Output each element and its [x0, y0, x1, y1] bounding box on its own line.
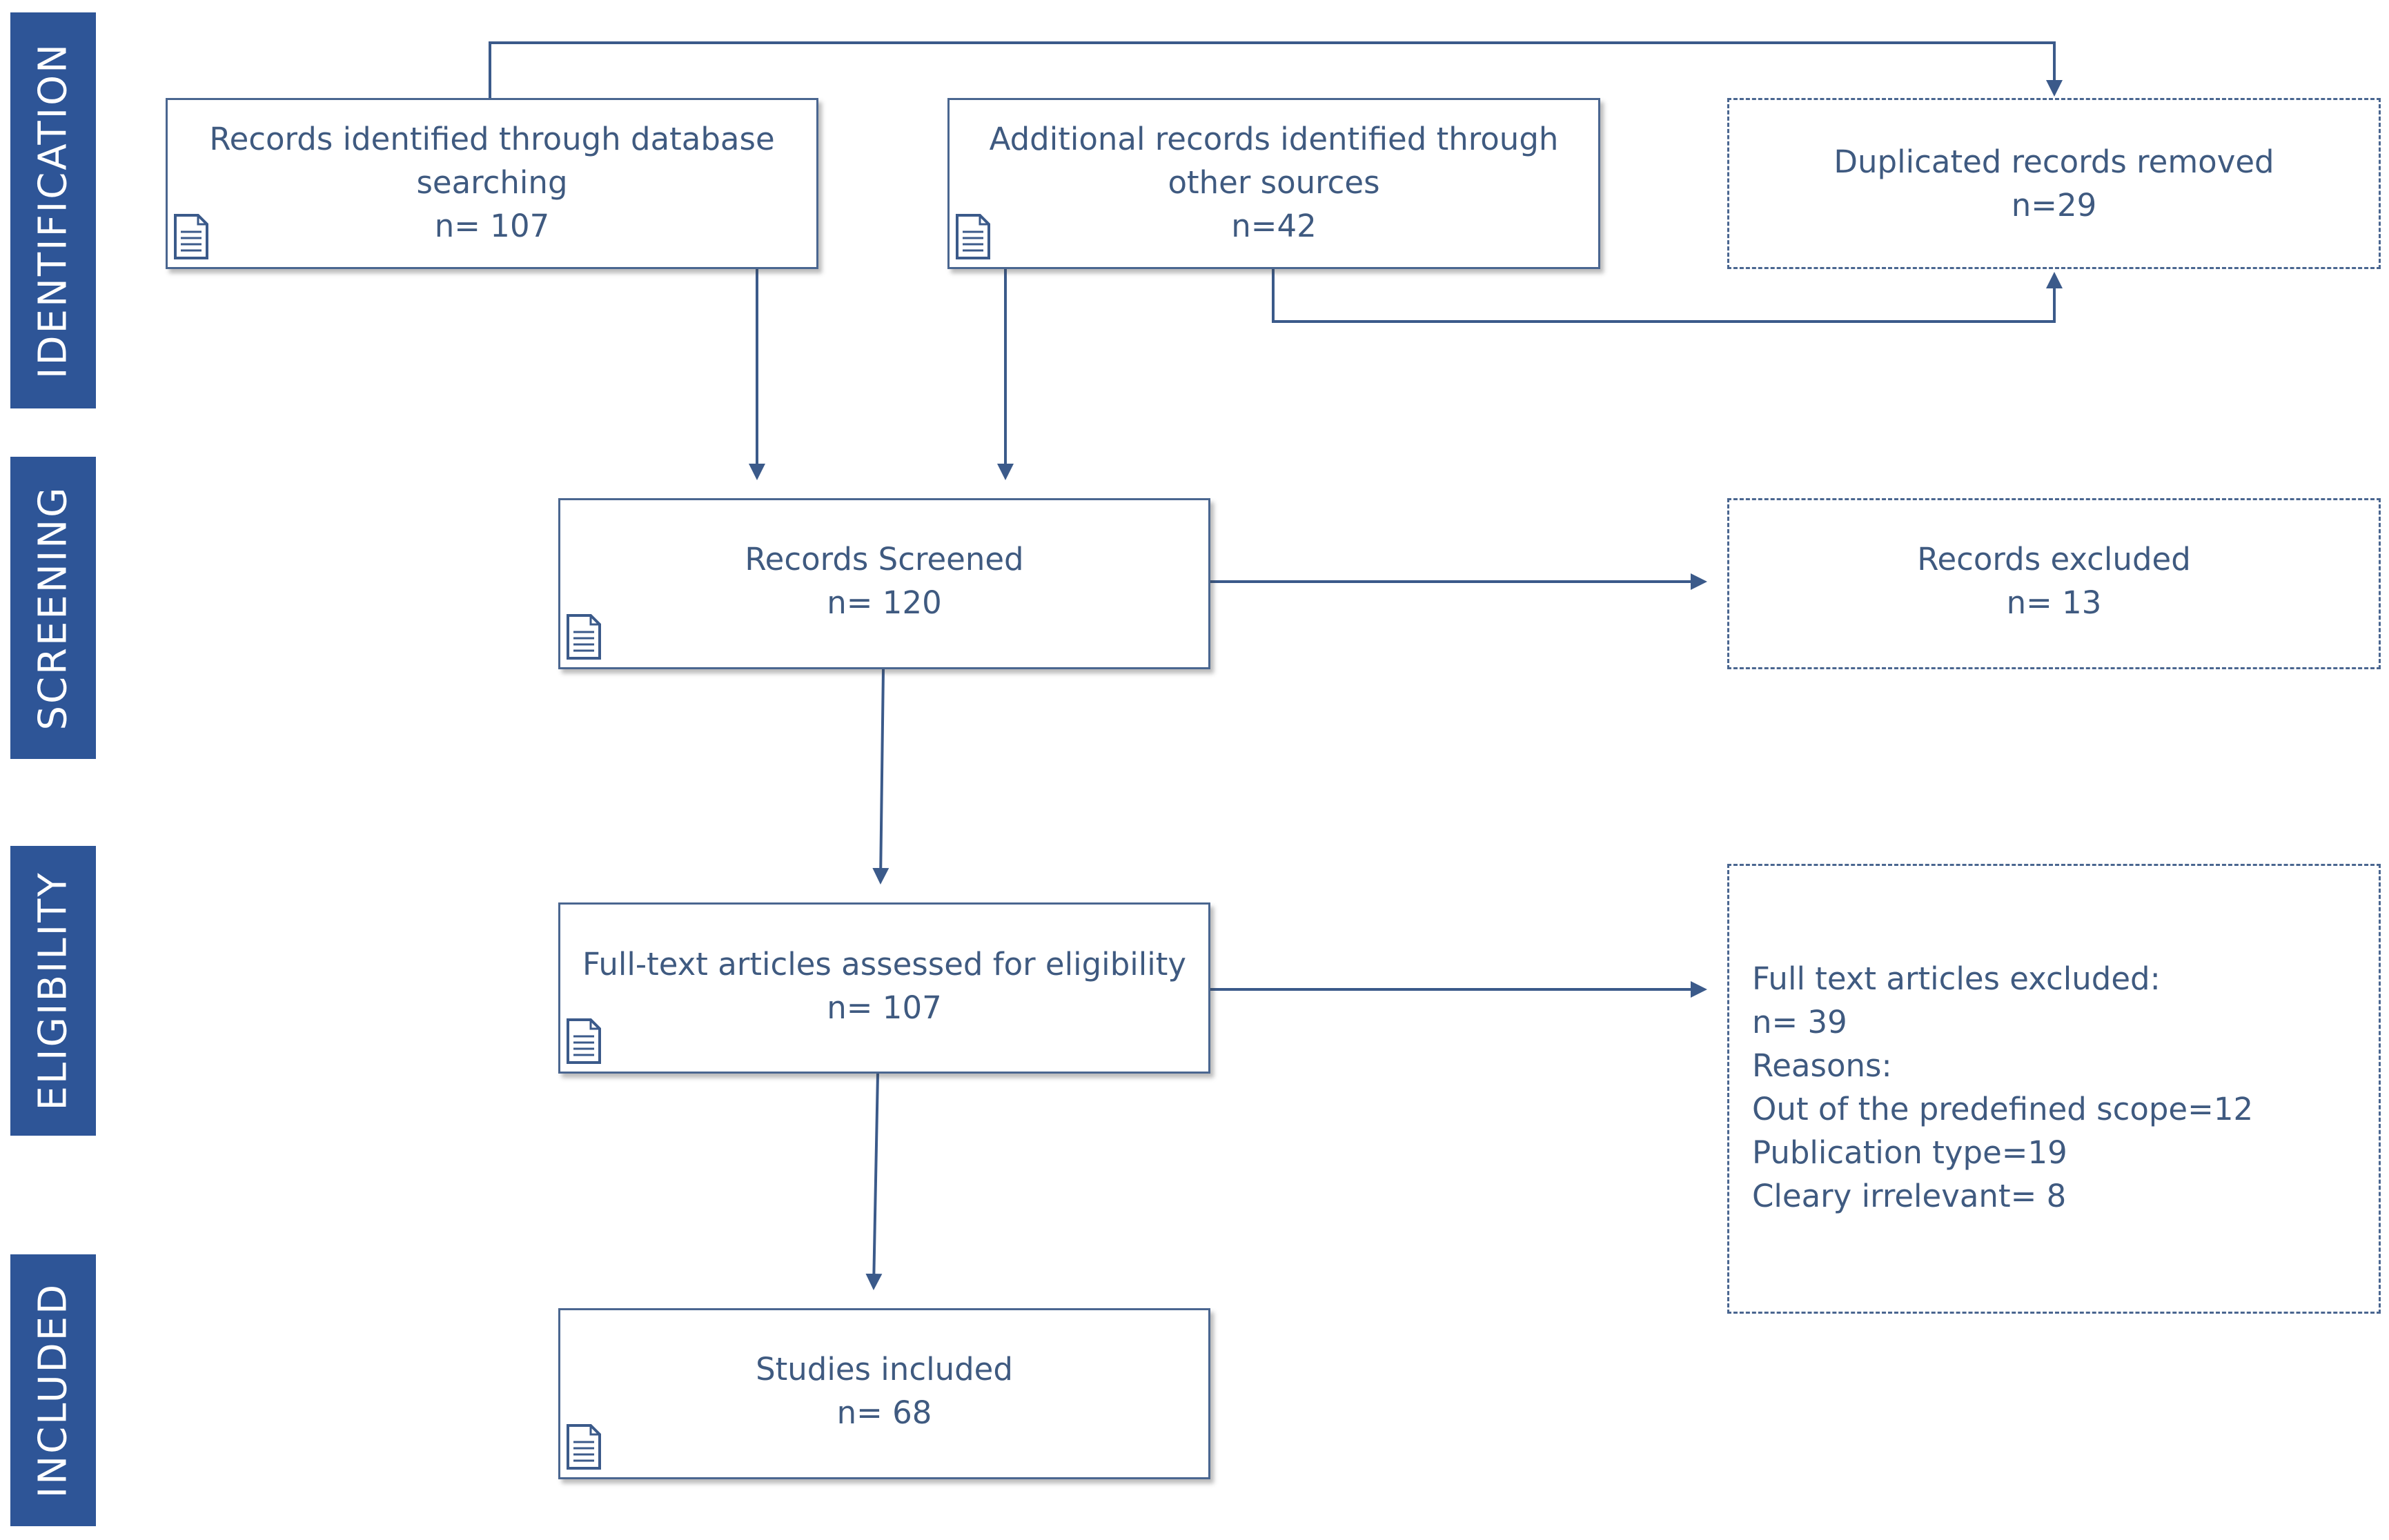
other-sources-line-2: other sources: [1168, 164, 1380, 201]
fulltext-excluded-heading: Full text articles excluded:: [1752, 960, 2161, 997]
duplicates-removed-line: Duplicated records removed: [1833, 144, 2274, 180]
box-duplicates-removed: Duplicated records removed n=29: [1727, 98, 2381, 269]
document-icon: [567, 614, 601, 660]
duplicates-removed-text: Duplicated records removed n=29: [1729, 140, 2379, 227]
phase-label-screening: SCREENING: [30, 485, 76, 731]
box-studies-included: Studies included n= 68: [558, 1308, 1210, 1479]
box-database-records: Records identified through database sear…: [166, 98, 818, 269]
duplicates-removed-count: n=29: [2011, 187, 2097, 224]
arrow-other-sources-to-duplicates: [1272, 269, 2063, 323]
studies-included-line: Studies included: [756, 1351, 1013, 1388]
arrow-assessed-to-included: [865, 1073, 883, 1290]
records-screened-count: n= 120: [827, 584, 942, 621]
fulltext-excluded-reasons-label: Reasons:: [1752, 1047, 1892, 1084]
phase-label-eligibility: ELIGIBILITY: [30, 871, 76, 1111]
reason-irrelevant: Cleary irrelevant= 8: [1752, 1178, 2067, 1214]
phase-eligibility: ELIGIBILITY: [10, 846, 96, 1136]
fulltext-excluded-text: Full text articles excluded: n= 39 Reaso…: [1752, 957, 2253, 1218]
reason-publication-type: Publication type=19: [1752, 1134, 2067, 1171]
reason-out-of-scope: Out of the predefined scope=12: [1752, 1091, 2254, 1127]
records-excluded-count: n= 13: [2006, 584, 2102, 621]
records-excluded-line: Records excluded: [1917, 541, 2191, 578]
arrow-database-to-duplicates: [489, 41, 2063, 98]
document-icon: [174, 214, 208, 259]
other-sources-count: n=42: [1231, 208, 1317, 244]
phase-label-included: INCLUDED: [30, 1282, 76, 1499]
fulltext-assessed-count: n= 107: [827, 989, 942, 1026]
database-records-line-2: searching: [416, 164, 568, 201]
database-records-line-1: Records identified through database: [209, 121, 775, 157]
box-records-screened: Records Screened n= 120: [558, 498, 1210, 669]
phase-label-identification: IDENTIFICATION: [30, 41, 76, 379]
other-sources-text: Additional records identified through ot…: [950, 117, 1598, 248]
phase-identification: IDENTIFICATION: [10, 12, 96, 408]
database-records-text: Records identified through database sear…: [168, 117, 816, 248]
arrow-screened-to-assessed: [872, 669, 889, 885]
document-icon: [567, 1018, 601, 1064]
phase-screening: SCREENING: [10, 457, 96, 759]
box-fulltext-excluded: Full text articles excluded: n= 39 Reaso…: [1727, 864, 2381, 1314]
document-icon: [567, 1424, 601, 1470]
records-screened-line: Records Screened: [745, 541, 1024, 578]
phase-included: INCLUDED: [10, 1254, 96, 1526]
other-sources-line-1: Additional records identified through: [989, 121, 1559, 157]
fulltext-excluded-count: n= 39: [1752, 1004, 1847, 1040]
records-screened-text: Records Screened n= 120: [560, 537, 1208, 624]
studies-included-text: Studies included n= 68: [560, 1348, 1208, 1434]
fulltext-assessed-text: Full-text articles assessed for eligibil…: [560, 942, 1208, 1029]
database-records-count: n= 107: [434, 208, 550, 244]
box-fulltext-assessed: Full-text articles assessed for eligibil…: [558, 902, 1210, 1074]
studies-included-count: n= 68: [836, 1394, 932, 1431]
box-other-sources: Additional records identified through ot…: [947, 98, 1600, 269]
box-records-excluded: Records excluded n= 13: [1727, 498, 2381, 669]
fulltext-assessed-line: Full-text articles assessed for eligibil…: [582, 946, 1187, 983]
records-excluded-text: Records excluded n= 13: [1729, 537, 2379, 624]
document-icon: [956, 214, 990, 259]
